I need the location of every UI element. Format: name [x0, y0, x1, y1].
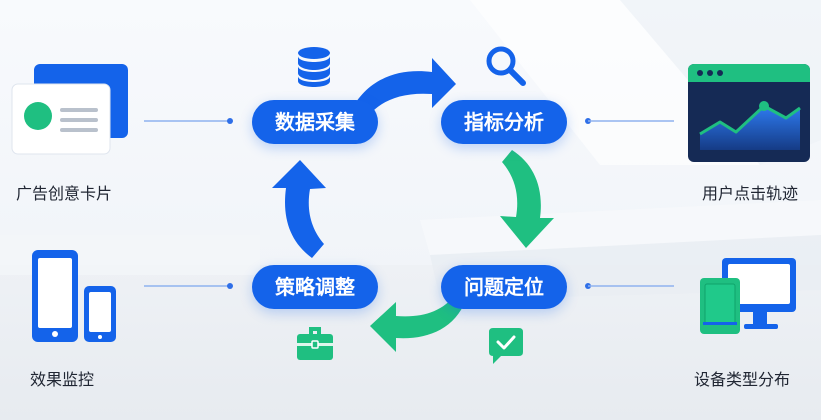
analytics-window-icon — [688, 64, 810, 162]
devices-icon — [32, 250, 116, 342]
arrow-top-right-icon — [350, 58, 456, 116]
connector-line-left-bottom — [144, 283, 233, 289]
label-click-trace: 用户点击轨迹 — [702, 184, 799, 203]
magnifier-icon — [486, 46, 526, 86]
label-effect-monitor: 效果监控 — [30, 370, 95, 389]
arrow-right-down-icon — [500, 150, 554, 248]
toolbox-icon — [297, 327, 333, 360]
database-icon — [298, 47, 330, 87]
check-chat-icon — [489, 328, 523, 364]
step-problem-location: 问题定位 — [441, 265, 567, 309]
arrow-left-up-icon — [272, 160, 326, 258]
arrow-bottom-left-icon — [370, 294, 466, 352]
step-data-collection: 数据采集 — [252, 100, 378, 144]
connector-line-right-bottom — [585, 283, 674, 289]
step-strategy-adjust: 策略调整 — [252, 265, 378, 309]
connector-line-left-top — [144, 118, 233, 124]
label-ad-card: 广告创意卡片 — [16, 184, 113, 203]
label-device-distribution: 设备类型分布 — [694, 370, 791, 389]
ad-card-icon — [11, 64, 128, 155]
connector-line-right-top — [585, 118, 674, 124]
desktop-tablet-icon — [700, 258, 796, 334]
step-metric-analysis: 指标分析 — [441, 100, 567, 144]
